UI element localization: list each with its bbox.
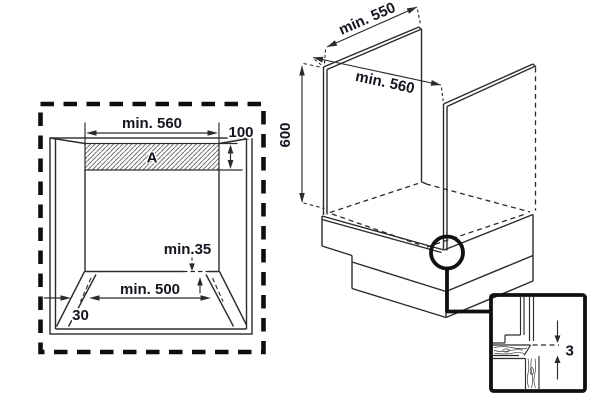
dim-width-label: min. 560 <box>354 68 416 97</box>
dim-width-top: min. 560 <box>84 113 220 144</box>
dim-vent-height: 100 <box>226 122 256 169</box>
dim-width-bottom: min. 500 <box>89 277 211 301</box>
dim-height: 600 <box>275 62 325 210</box>
right-side-panel <box>442 63 537 251</box>
detail-leader-line <box>445 268 491 314</box>
perspective-view-diagram: min. 550 min. 560 600 <box>275 0 537 319</box>
oven-wall-section <box>493 297 535 344</box>
dim-vent-height-label: 100 <box>228 124 253 141</box>
dim-chamfer-label: 30 <box>72 307 89 324</box>
detail-callout-box <box>489 293 587 393</box>
left-side-panel <box>322 26 427 215</box>
front-view-diagram: A min. 560 100 <box>38 101 266 355</box>
dim-gap: 3 <box>532 320 575 380</box>
dim-height-label: 600 <box>277 122 294 147</box>
cavity-side-walls <box>84 170 220 272</box>
cavity-floor <box>55 270 248 327</box>
dim-gap-label: 3 <box>566 343 574 360</box>
cabinet-shelf-section <box>493 344 540 389</box>
detail-view-diagram: 3 <box>489 293 587 393</box>
ventilation-area-hatch: A <box>84 142 243 171</box>
dim-chamfer: 30 <box>44 295 91 326</box>
dim-width-top-label: min. 560 <box>122 115 182 132</box>
vent-area-label: A <box>147 150 158 167</box>
dim-rear-gap: min.35 <box>162 239 213 271</box>
dim-rear-gap-label: min.35 <box>164 241 212 258</box>
cabinet-base <box>321 182 534 319</box>
dim-width-bottom-label: min. 500 <box>120 281 180 298</box>
dashed-outline-border <box>38 101 266 355</box>
cabinet-front-outline <box>49 137 253 335</box>
